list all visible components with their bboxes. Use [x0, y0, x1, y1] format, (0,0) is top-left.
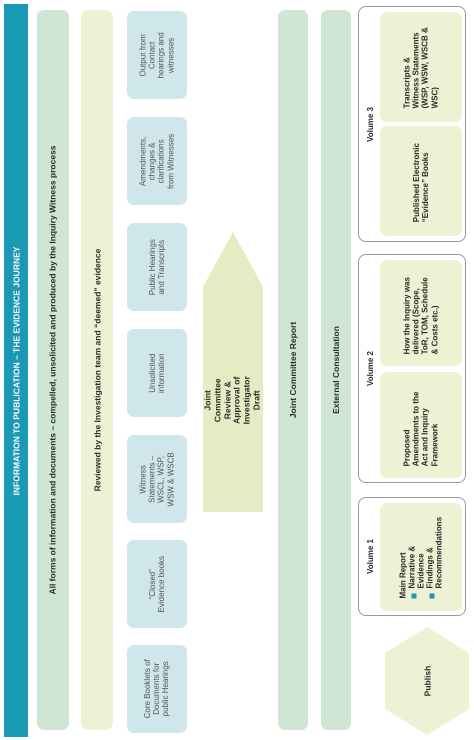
evidence-box-amendments: Amendments, changes & clarifications fro… — [127, 117, 187, 205]
all-forms-label: All forms of information and documents –… — [48, 145, 59, 595]
bullet-text: Findings & Recommendations — [425, 516, 444, 588]
volume-2-label: Volume 2 — [365, 351, 375, 386]
main-report-bullet: Findings & Recommendations — [426, 516, 444, 598]
evidence-box-output: Output from Contact hearings and witness… — [127, 11, 187, 99]
evidence-box-label: Witness Statements – WSCL, WSP, WSW & WS… — [138, 451, 176, 507]
external-consultation-row: External Consultation — [321, 10, 351, 730]
evidence-box-label: “Closed” Evidence books — [147, 555, 166, 613]
joint-committee-report-label: Joint Committee Report — [288, 321, 298, 419]
volume-2-item-box: How the Inquiry was delivered (Scope, To… — [380, 260, 462, 366]
bullet-square-icon — [429, 593, 435, 598]
evidence-box-label: Amendments, changes & clarifications fro… — [138, 133, 176, 189]
volume-3-item-box: Published Electronic “Evidence” Books — [380, 126, 462, 236]
publish-label-wrap: Publish — [383, 625, 471, 737]
publish-hexagon — [385, 627, 469, 735]
evidence-box-label: Core Booklets of Documents for public He… — [143, 659, 171, 719]
evidence-box-public-hearings: Public Hearings and Transcripts — [127, 223, 187, 311]
volume-3-item-label: Published Electronic “Evidence” Books — [411, 142, 430, 222]
reviewed-label: Reviewed by the Investigation team and “… — [92, 248, 102, 492]
volume-2-label-wrap: Volume 2 — [362, 258, 378, 479]
main-report-label: Main Report — [398, 551, 408, 598]
evidence-box-label: Unsolicited information — [147, 353, 166, 393]
all-forms-row: All forms of information and documents –… — [37, 10, 69, 730]
volume-2-item-box: Proposed Amendments to the Act and Inqui… — [380, 372, 462, 478]
volume-1-label-wrap: Volume 1 — [362, 500, 378, 613]
evidence-box-witness-statements: Witness Statements – WSCL, WSP, WSW & WS… — [127, 435, 187, 523]
volume-3-label: Volume 3 — [365, 106, 375, 142]
volume-3-item-label: Transcripts & Witness Statements (WSP, W… — [402, 26, 440, 108]
volume-1-label: Volume 1 — [365, 539, 375, 574]
evidence-box-unsolicited: Unsolicited information — [127, 329, 187, 417]
publish-label: Publish — [421, 665, 432, 697]
evidence-box-label: Public Hearings and Transcripts — [147, 238, 166, 296]
bullet-square-icon — [411, 593, 417, 598]
evidence-box-core-booklets: Core Booklets of Documents for public He… — [127, 645, 187, 733]
volume-2-item-label: How the Inquiry was delivered (Scope, To… — [402, 276, 440, 354]
review-arrow-label-wrap: Joint Committee Review & Approval of Inv… — [203, 290, 263, 510]
volume-3-item-box: Transcripts & Witness Statements (WSP, W… — [380, 12, 462, 122]
external-consultation-label: External Consultation — [331, 326, 341, 414]
volume-1-main-report-box: Main Report Narrative & Evidence Finding… — [380, 503, 462, 611]
reviewed-row: Reviewed by the Investigation team and “… — [81, 10, 113, 730]
review-arrow-label: Joint Committee Review & Approval of Inv… — [202, 375, 262, 425]
joint-committee-report-row: Joint Committee Report — [278, 10, 308, 730]
evidence-box-label: Output from Contact hearings and witness… — [138, 31, 176, 79]
title-bar: INFORMATION TO PUBLICATION – THE EVIDENC… — [4, 4, 28, 737]
review-arrow-shape — [203, 232, 263, 512]
volume-3-label-wrap: Volume 3 — [362, 10, 378, 238]
evidence-box-closed-books: “Closed” Evidence books — [127, 540, 187, 628]
diagram-title: INFORMATION TO PUBLICATION – THE EVIDENC… — [11, 246, 22, 495]
main-report-bullet: Narrative & Evidence — [408, 516, 426, 598]
volume-2-item-label: Proposed Amendments to the Act and Inqui… — [402, 391, 440, 466]
bullet-text: Narrative & Evidence — [407, 545, 426, 588]
